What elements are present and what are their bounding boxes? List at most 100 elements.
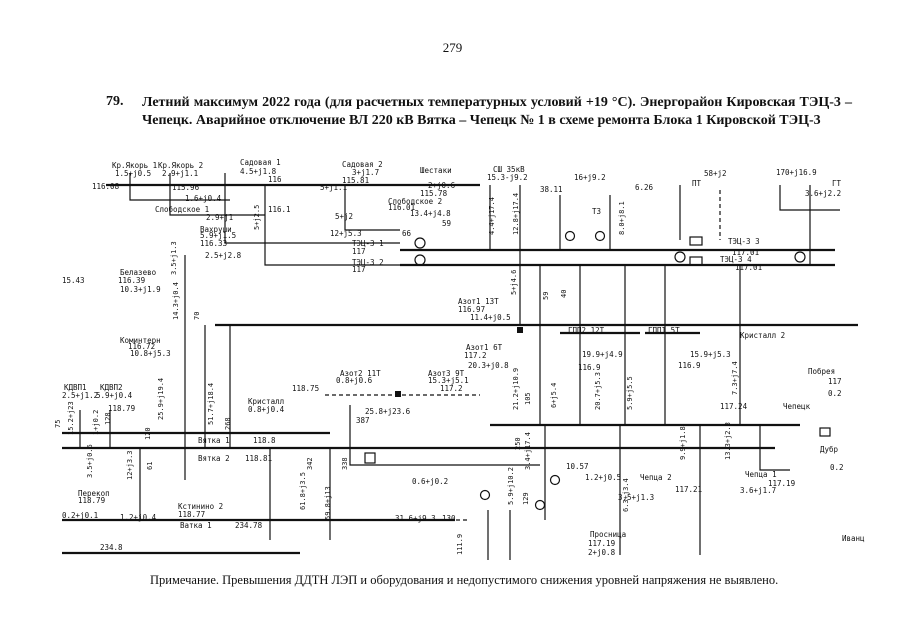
node-flow: 2.9+j1.1 xyxy=(162,169,198,178)
transformer-icon xyxy=(534,499,546,511)
breaker-icon xyxy=(395,391,401,397)
vertical-flow-label: 21.2+j10.9 xyxy=(512,368,520,410)
vertical-flow-label: 6+j5.4 xyxy=(550,383,558,408)
line-tec3-1 xyxy=(344,185,400,231)
flow-label: 66 xyxy=(402,229,412,238)
node-voltage: 117.19 xyxy=(768,479,795,488)
transformer-icon xyxy=(414,254,426,266)
footnote: Примечание. Превышения ДДТН ЛЭП и оборуд… xyxy=(150,573,779,587)
flow-label: ГТ xyxy=(832,179,842,188)
figure-caption: Летний максимум 2022 года (для расчетных… xyxy=(142,95,852,128)
flow-label: 15.43 xyxy=(62,276,85,285)
vertical-flow-label: 4.4+j17.4 xyxy=(488,197,496,235)
node-voltage: 117.19 xyxy=(588,539,615,548)
node-voltage: 116.08 xyxy=(92,182,120,191)
node-flow: 2.9+j1 xyxy=(206,213,233,222)
node-label: Чепца 2 xyxy=(640,473,672,482)
flow-label: Т3 xyxy=(592,207,601,216)
transformer-icon xyxy=(479,489,491,501)
node-flow: 2+j0.8 xyxy=(588,548,616,557)
vertical-flow-label: 61.8+j3.5 xyxy=(299,472,307,510)
node-voltage: 115.78 xyxy=(420,189,448,198)
vertical-flow-label: 40 xyxy=(560,290,568,298)
breaker-icon xyxy=(517,327,523,333)
node-flow: 0.2+j0.1 xyxy=(62,511,98,520)
node-voltage: 118.79 xyxy=(108,404,135,413)
node-flow: 1.5+j0.5 xyxy=(115,169,151,178)
node-voltage: 118.75 xyxy=(292,384,319,393)
vertical-flow-label: 8.0+j8.1 xyxy=(618,201,626,235)
flow-label: 5+j1.1 xyxy=(320,183,347,192)
node-label: ТЭЦ-3 3 xyxy=(728,237,760,246)
transformer-icon xyxy=(564,230,576,242)
node-label: ТЭЦ-3 2 xyxy=(352,258,384,267)
vertical-flow-label: 15.2+j23 xyxy=(67,401,75,435)
switch-icon xyxy=(689,256,703,266)
node-voltage: 117 xyxy=(352,265,366,274)
node-flow: 0.8+j0.4 xyxy=(248,405,285,414)
vertical-flow-label: 1+j0.2 xyxy=(92,410,100,435)
transformer-icon xyxy=(549,474,561,486)
line-kr-yakor xyxy=(129,173,230,201)
node-label: Белазево xyxy=(120,268,157,277)
flow-label: 387 xyxy=(356,416,370,425)
flow-label: 5+j2 xyxy=(335,212,353,221)
node-voltage: 116 xyxy=(268,175,282,184)
node-label: Шестаки xyxy=(420,166,452,175)
node-label: Дубр xyxy=(820,445,839,454)
node-voltage: 116.33 xyxy=(200,239,227,248)
node-label: КДВП1 xyxy=(64,383,87,392)
node-flow: 15.9+j5.3 xyxy=(690,350,731,359)
node-voltage: 117 xyxy=(828,377,842,386)
vertical-flow-label: 9.9+j1.8 xyxy=(679,426,687,460)
vertical-flow-label: 3.5+j0.6 xyxy=(86,444,94,478)
node-label: ГПП2 12Т xyxy=(568,326,605,335)
node-flow: 0.2 xyxy=(828,389,842,398)
node-label: СШ 35кВ xyxy=(493,165,525,174)
transformer-icon xyxy=(594,230,606,242)
node-flow: 2+j0.6 xyxy=(428,181,456,190)
flow-label: 3.6+j2.2 xyxy=(805,189,841,198)
flow-label: 1.2+j0.5 xyxy=(585,473,621,482)
flow-label: 130 xyxy=(442,514,456,523)
node-voltage: 117.01 xyxy=(732,248,759,257)
figure-number: 79. xyxy=(106,94,124,109)
line-azot2 xyxy=(349,405,540,466)
node-label: Кстинино 2 xyxy=(178,502,223,511)
flow-label: 12+j5.3 xyxy=(330,229,362,238)
vertical-flow-label: 250 xyxy=(514,437,522,450)
node-label: Садовая 2 xyxy=(342,160,383,169)
node-label: Кр.Якорь 2 xyxy=(158,161,203,170)
flow-label: 59 xyxy=(442,219,451,228)
node-label: Вятка 1 xyxy=(198,436,230,445)
node-voltage: 0.2 xyxy=(830,463,844,472)
node-label: Азот1 13Т xyxy=(458,297,499,306)
node-label: ТЭЦ-3 1 xyxy=(352,239,384,248)
node-label: Кристалл xyxy=(248,397,284,406)
node-voltage: 117.2 xyxy=(464,351,487,360)
node-voltage: 116.39 xyxy=(118,276,145,285)
node-voltage: 234.78 xyxy=(235,521,263,530)
vertical-flow-label: 75 xyxy=(54,420,62,428)
vertical-flow-label: 12+j3.3 xyxy=(126,450,134,480)
node-flow: 20.3+j0.8 xyxy=(468,361,509,370)
flow-label: 1.6+j0.4 xyxy=(185,194,222,203)
switch-icon xyxy=(364,452,376,464)
node-label: Азот2 11Т xyxy=(340,369,381,378)
transformer-icon xyxy=(414,237,426,249)
node-flow: 10.8+j5.3 xyxy=(130,349,171,358)
node-label: Перекоп xyxy=(78,489,110,498)
node-label: Вятка 2 xyxy=(198,454,230,463)
flow-label: ПТ xyxy=(692,179,702,188)
vertical-flow-label: 120 xyxy=(144,427,152,440)
vertical-flow-label: 129 xyxy=(522,492,530,505)
node-flow: 5.9+j1.5 xyxy=(200,231,236,240)
node-label: КДВП2 xyxy=(100,383,123,392)
node-voltage: 116.1 xyxy=(268,205,291,214)
flow-label: 31.6+j9.3 xyxy=(395,514,436,523)
node-voltage: 117 xyxy=(352,247,366,256)
vertical-flow-label: 5+j4.6 xyxy=(510,270,518,295)
node-flow: 10.3+j1.9 xyxy=(120,285,161,294)
vertical-flow-label: 25.9+j19.4 xyxy=(157,378,165,420)
